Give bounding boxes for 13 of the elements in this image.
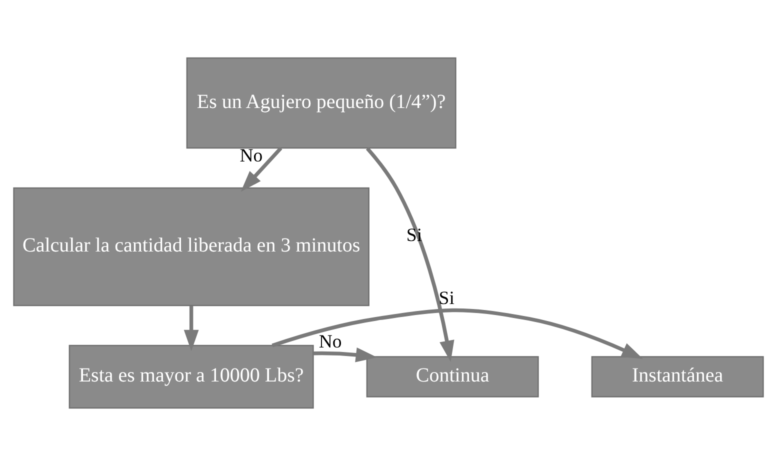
node-box: Continua: [366, 356, 539, 397]
node-box: Es un Agujero pequeño (1/4”)?: [186, 56, 456, 148]
edge-label: No: [318, 331, 342, 352]
node-box: Calcular la cantidad liberada en 3 minutos: [13, 186, 370, 306]
arrow: [313, 346, 378, 362]
arrow: [366, 146, 454, 362]
edge-label: Si: [406, 224, 422, 246]
arrow: [272, 308, 644, 358]
arrow: [184, 305, 199, 351]
node-box: Esta es mayor a 10000 Lbs?: [68, 344, 314, 408]
node-box: Instantánea: [591, 356, 764, 397]
edge-label: Si: [438, 287, 454, 308]
arrow: [240, 146, 282, 192]
